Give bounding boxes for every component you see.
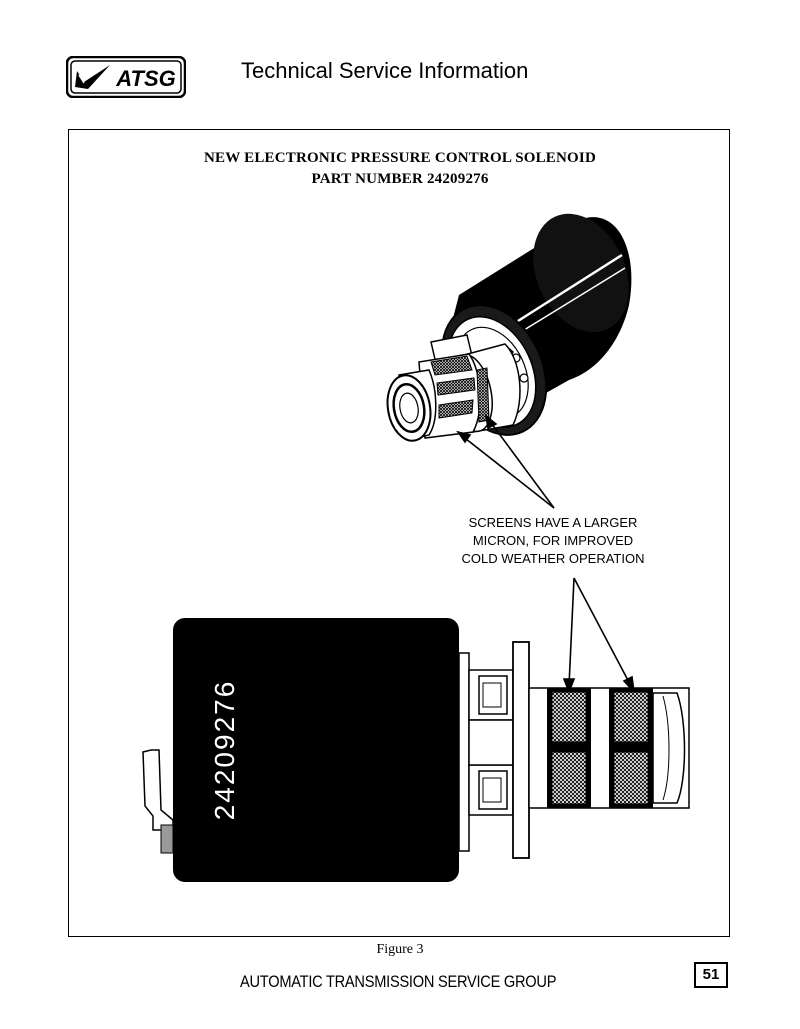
svg-text:ATSG: ATSG [115, 66, 175, 91]
figure-title-line-1: NEW ELECTRONIC PRESSURE CONTROL SOLENOID [204, 150, 596, 166]
callout-arrows [456, 414, 636, 695]
callout-line-2: MICRON, FOR IMPROVED [472, 533, 634, 548]
solenoid-perspective-view [386, 213, 632, 442]
screen-callout: SCREENS HAVE A LARGER MICRON, FOR IMPROV… [447, 514, 659, 568]
printed-part-number: 24209276 [209, 680, 240, 821]
atsg-logo: ATSG [66, 56, 186, 98]
figure-frame: NEW ELECTRONIC PRESSURE CONTROL SOLENOID… [68, 129, 730, 937]
figure-caption: Figure 3 [376, 942, 424, 957]
header-title: Technical Service Information [241, 58, 529, 83]
figure-title-line-2: PART NUMBER 24209276 [311, 171, 489, 187]
footer-organization: AUTOMATIC TRANSMISSION SERVICE GROUP [240, 972, 557, 991]
solenoid-side-view: 24209276 [142, 618, 690, 882]
solenoid-illustration: 24209276 [142, 213, 690, 882]
page-number: 51 [694, 962, 728, 988]
callout-line-1: SCREENS HAVE A LARGER [468, 515, 638, 530]
callout-line-3: COLD WEATHER OPERATION [461, 551, 645, 566]
